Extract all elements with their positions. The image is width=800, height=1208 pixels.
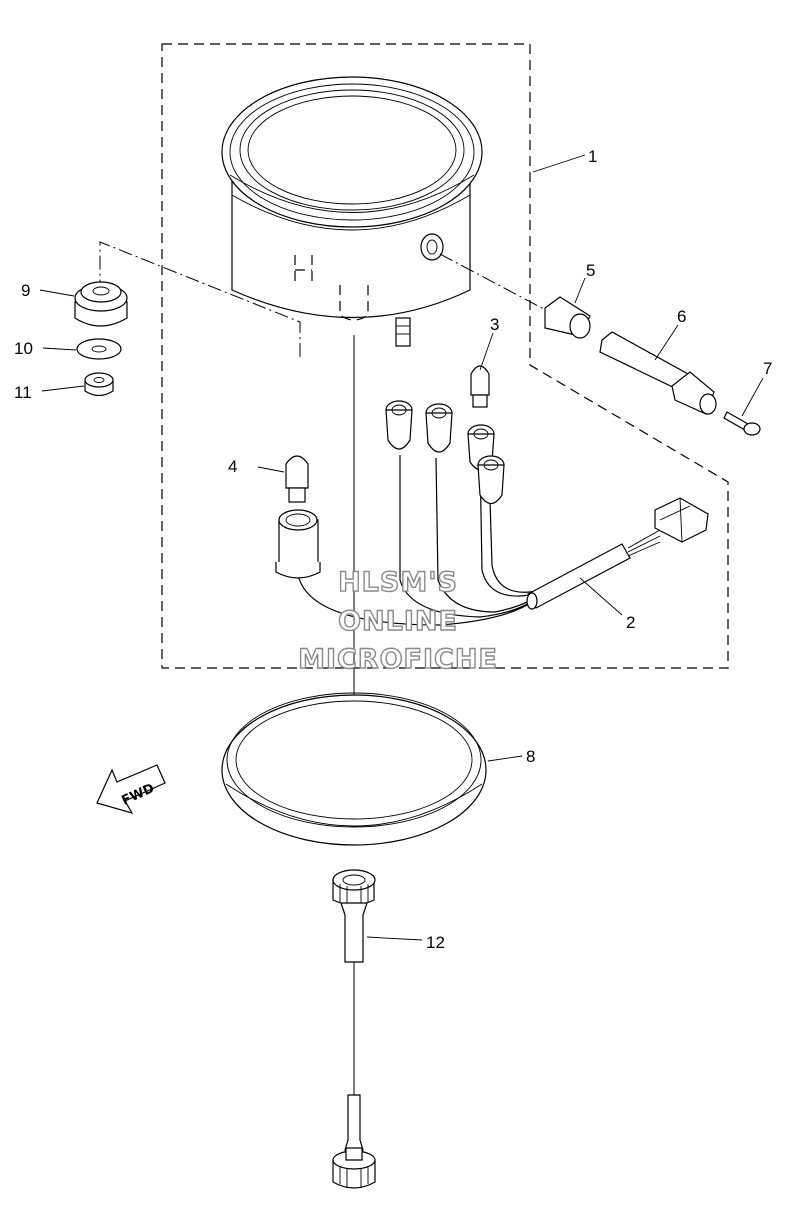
watermark-line-1: HLSM'S <box>338 567 458 598</box>
seal-ring-part-8 <box>221 692 487 846</box>
callout-9: 9 <box>21 281 30 300</box>
watermark-line-3: MICROFICHE <box>298 644 498 675</box>
fwd-direction-arrow: FWD <box>96 764 166 814</box>
callout-3: 3 <box>490 315 499 334</box>
wire-harness-part-2 <box>297 455 709 626</box>
callout-4: 4 <box>228 457 237 476</box>
projection-line-damper <box>99 241 301 357</box>
callout-10: 10 <box>14 339 33 358</box>
screw-part-7 <box>723 411 761 436</box>
grommet-part-5 <box>544 296 591 339</box>
harness-socket-d <box>477 455 505 505</box>
callout-5: 5 <box>586 261 595 280</box>
callout-11: 11 <box>14 383 32 402</box>
callout-6: 6 <box>677 307 686 326</box>
bulb-part-3 <box>470 365 490 408</box>
harness-socket-a <box>385 400 413 450</box>
assembly-boundary <box>161 43 729 669</box>
washer-part-10 <box>76 338 122 360</box>
callout-7: 7 <box>763 359 772 378</box>
speedometer-cable-part-12 <box>332 869 376 1189</box>
leader-lines <box>39 154 764 941</box>
bulb-part-4 <box>285 455 309 503</box>
callout-12: 12 <box>426 933 445 952</box>
harness-socket-b <box>425 403 453 453</box>
harness-socket-large <box>275 509 321 579</box>
collar-part-11 <box>84 372 114 397</box>
projection-line-grommet <box>439 253 556 316</box>
socket-part-6 <box>599 331 717 415</box>
meter-housing-part-1 <box>221 76 483 347</box>
callout-1: 1 <box>588 147 597 166</box>
callout-8: 8 <box>526 747 535 766</box>
damper-part-9 <box>74 281 128 327</box>
watermark-line-2: ONLINE <box>338 606 458 637</box>
callout-2: 2 <box>626 613 635 632</box>
